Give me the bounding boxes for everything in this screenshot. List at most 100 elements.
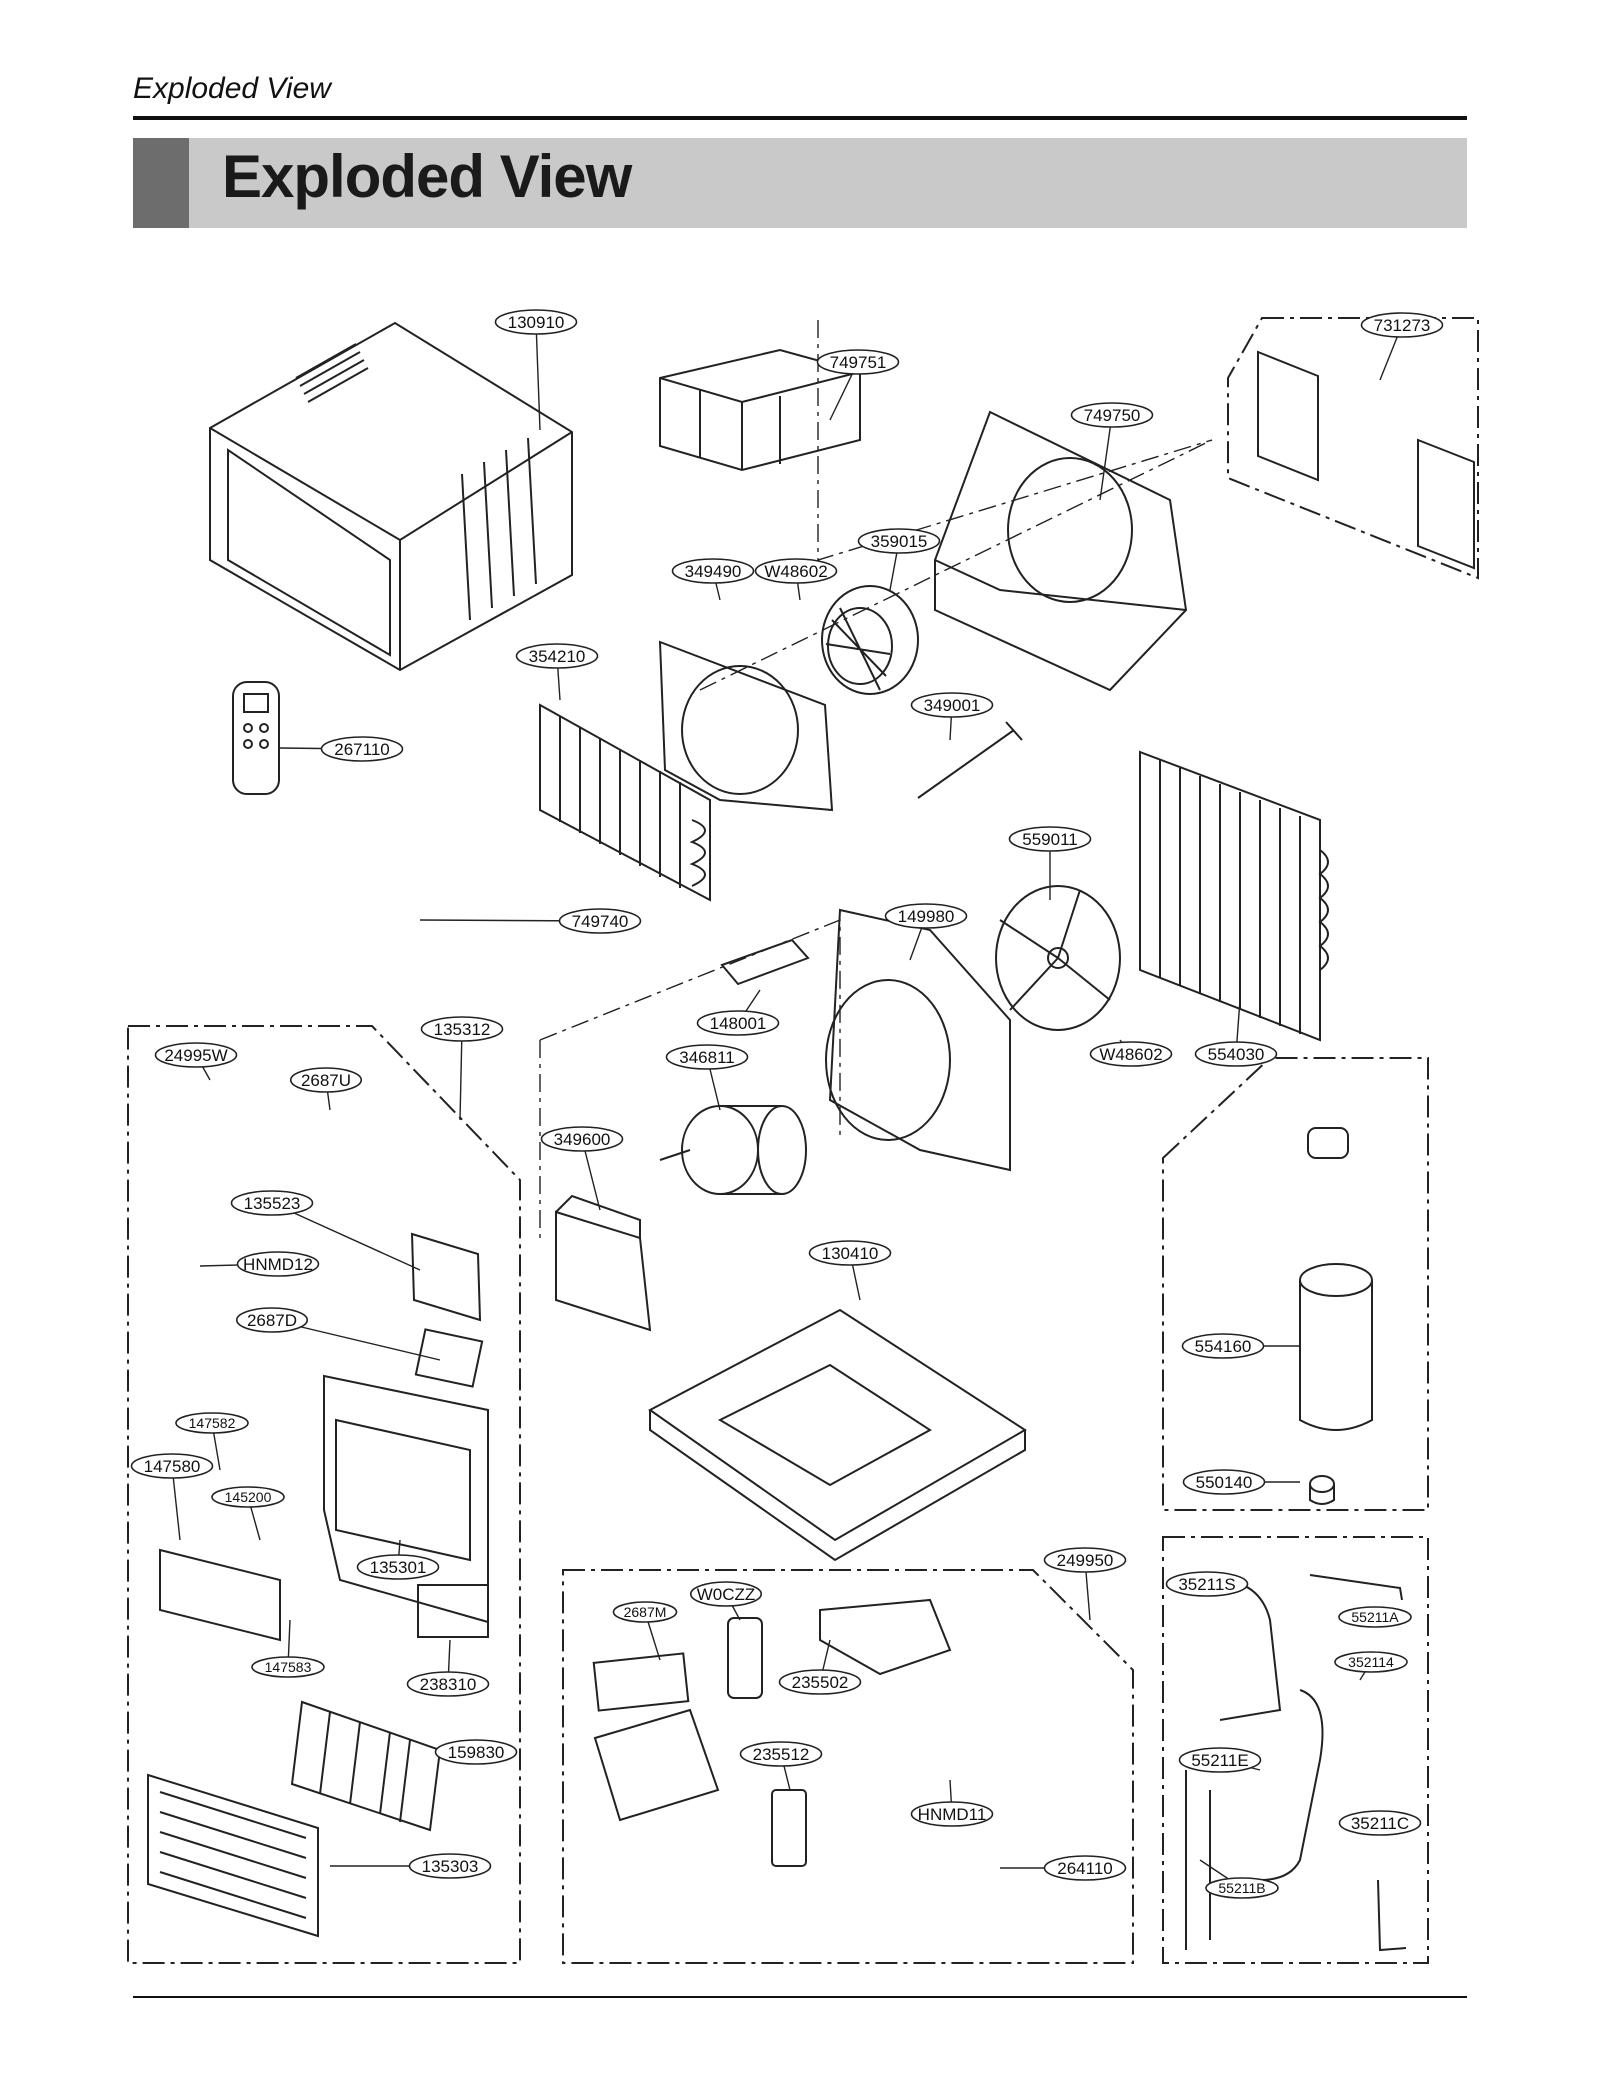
page-title: Exploded View — [222, 143, 632, 210]
compressor-part — [1299, 1127, 1373, 1505]
part-callout: 2687D — [235, 1307, 441, 1361]
part-number-label: 130410 — [822, 1244, 879, 1263]
callout-bubble — [1043, 1855, 1127, 1881]
part-callout: 235512 — [739, 1741, 823, 1791]
part-callout: 349490 — [671, 558, 755, 601]
group-box-brackets — [1227, 317, 1479, 580]
group-box-electrical — [562, 1569, 1134, 1964]
callout-bubble — [1165, 1571, 1249, 1597]
sensor-part — [917, 721, 1023, 799]
part-callout: 159830 — [434, 1739, 518, 1765]
part-number-label: 148001 — [710, 1014, 767, 1033]
part-number-label: 135523 — [244, 1194, 301, 1213]
part-number-label: 559011 — [1022, 830, 1077, 849]
part-number-label: 349001 — [924, 696, 981, 715]
discharge-pipe-part — [1259, 1689, 1324, 1881]
part-number-label: 130910 — [508, 313, 565, 332]
part-callout: 130910 — [494, 309, 578, 431]
part-number-label: 55211E — [1191, 1751, 1248, 1770]
group-box-compressor — [1162, 1057, 1429, 1511]
callout-bubble — [408, 1853, 492, 1879]
part-number-label: 349600 — [554, 1130, 611, 1149]
part-number-label: 267110 — [334, 740, 389, 759]
callout-bubble — [910, 1801, 994, 1827]
part-callout: 749750 — [1070, 402, 1154, 501]
part-number-label: 159830 — [448, 1743, 505, 1762]
part-callout: W48602 — [1089, 1039, 1173, 1067]
part-number-label: W0CZZ — [697, 1585, 756, 1604]
part-callout: 2687M — [612, 1601, 678, 1661]
callout-bubble — [175, 1412, 249, 1434]
part-callout: 148001 — [696, 989, 780, 1036]
group-box-piping — [1162, 1536, 1429, 1964]
control-box-part — [410, 1232, 482, 1322]
callout-bubble — [515, 643, 599, 669]
capillary-part — [1185, 1770, 1211, 1950]
callout-bubble — [1334, 1651, 1408, 1673]
part-number-label: 749751 — [830, 353, 887, 372]
air-filter-part — [290, 1700, 442, 1832]
part-callout: 135312 — [420, 1016, 504, 1121]
blower-wheel-part — [821, 585, 919, 695]
leader-line — [271, 1202, 421, 1271]
header-rule — [133, 116, 1467, 120]
callout-bubble — [857, 528, 941, 554]
part-callout: 35211S — [1165, 1571, 1249, 1597]
condenser-coil-part — [1139, 750, 1329, 1042]
part-number-label: 55211A — [1351, 1609, 1399, 1625]
part-callout: 731273 — [1360, 312, 1444, 381]
callout-bubble — [1008, 826, 1092, 852]
callout-bubble — [1089, 1041, 1173, 1067]
part-callout: 346811 — [665, 1044, 749, 1111]
part-callout: 249950 — [1043, 1547, 1127, 1621]
callout-bubble — [1070, 402, 1154, 428]
part-number-label: 2687D — [247, 1311, 297, 1330]
part-callout: 749740 — [419, 908, 642, 934]
callout-bubble — [696, 1010, 780, 1036]
part-callout: 2687U — [289, 1067, 363, 1111]
part-number-label: 352114 — [1348, 1654, 1394, 1670]
part-callout: 352114 — [1334, 1651, 1408, 1681]
part-callout: 559011 — [1008, 826, 1092, 900]
callout-bubble — [754, 558, 838, 584]
evaporator-coil-part — [539, 703, 711, 902]
part-number-label: 55211B — [1218, 1880, 1265, 1896]
leader-line — [1099, 414, 1113, 501]
callout-bubble — [1182, 1469, 1266, 1495]
guide-line — [699, 320, 1213, 691]
filter-tray-part — [659, 348, 861, 472]
part-callout: 147582 — [175, 1412, 249, 1471]
capacitor-part — [727, 1617, 763, 1699]
callout-bubble — [1194, 1041, 1278, 1067]
title-band-accent — [133, 138, 189, 228]
callout-bubble — [1338, 1810, 1422, 1836]
callout-bubble — [612, 1601, 678, 1623]
part-callout: HNMD11 — [910, 1779, 994, 1827]
footer-rule — [133, 1996, 1467, 1998]
part-callout: 554030 — [1194, 999, 1278, 1067]
callout-bubble — [910, 692, 994, 718]
part-number-label: 2687M — [624, 1604, 667, 1620]
part-callout: 55211A — [1338, 1606, 1412, 1628]
part-callout: 130410 — [808, 1240, 892, 1301]
part-callout: 267110 — [279, 736, 404, 762]
cover-part — [819, 1598, 952, 1676]
callout-bubble — [671, 558, 755, 584]
condenser-shroud-part — [825, 908, 1011, 1172]
part-callout: 359015 — [857, 528, 941, 591]
shroud-part — [934, 410, 1188, 692]
callout-bubble — [665, 1044, 749, 1070]
callout-bubble — [540, 1126, 624, 1152]
part-number-label: 554160 — [1195, 1337, 1252, 1356]
callout-bubble — [558, 908, 642, 934]
part-callout: 147583 — [251, 1619, 325, 1678]
louver-part — [159, 1548, 281, 1642]
pipe-assembly-part — [1309, 1574, 1403, 1601]
callout-bubble — [434, 1739, 518, 1765]
part-number-label: 238310 — [420, 1675, 477, 1694]
part-callout: W48602 — [754, 558, 838, 601]
callout-bubble — [778, 1669, 862, 1695]
callout-bubble — [1338, 1606, 1412, 1628]
